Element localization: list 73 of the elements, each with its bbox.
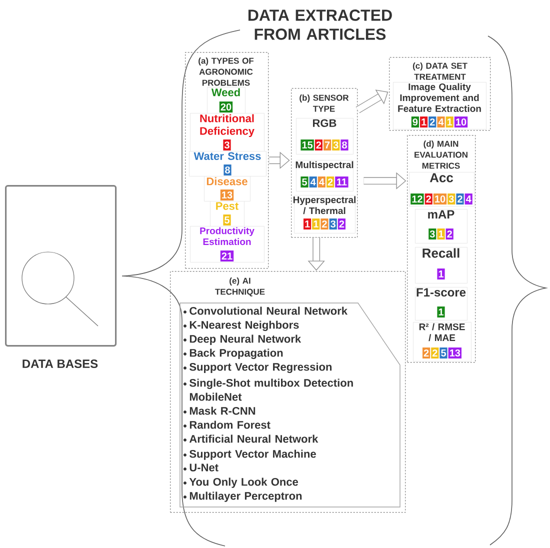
count-badge: 1	[304, 218, 312, 230]
count-badge: 9	[411, 116, 419, 128]
block-arrow	[356, 90, 388, 114]
count-badge: 2	[314, 140, 322, 150]
count-badge: 10	[454, 116, 468, 128]
count-badge: 1	[437, 268, 445, 280]
count-badge: 3	[223, 140, 231, 150]
list-item: Convolutional Neural Network	[184, 306, 348, 315]
category-card: Hyperspectral / Thermal 1 1 2 3 2	[293, 195, 356, 234]
category-card: Water Stress 8	[189, 151, 266, 176]
count-badge: 11	[335, 176, 348, 188]
list-item: Single-Shot multibox Detection MobileNet	[184, 378, 353, 401]
count-badge: 2	[428, 116, 436, 128]
count-badge: 5	[440, 348, 448, 358]
category-card: Recall 1	[415, 247, 468, 284]
count-badge: 8	[340, 140, 348, 150]
count-badge: 1	[420, 116, 428, 128]
list-item: Multilayer Perceptron	[184, 492, 302, 502]
count-badge: 3	[332, 140, 340, 150]
list-item: Mask R-CNN	[184, 406, 256, 415]
count-badge: 1	[437, 228, 445, 240]
count-badge: 5	[223, 214, 231, 226]
count-badge: 21	[220, 250, 234, 262]
list-item: Deep Neural Network	[184, 334, 302, 345]
count-badge: 4	[464, 194, 472, 204]
list-item: Support Vector Regression	[184, 362, 332, 373]
category-card: Disease 13	[204, 176, 250, 202]
count-badge: 10	[433, 194, 447, 204]
count-badge: 2	[446, 228, 454, 240]
list-item: Artificial Neural Network	[184, 434, 318, 443]
category-card: F1-score 1	[415, 287, 468, 320]
category-card: Image Quality Improvement and Feature Extraction 9 1 2 4 1 10	[393, 82, 486, 130]
count-badge: 13	[448, 348, 462, 358]
category-card: Pest 5	[210, 201, 244, 226]
count-badge: 15	[300, 140, 314, 150]
count-badge: 4	[318, 176, 326, 188]
count-badge: 4	[437, 116, 445, 128]
category-card: Nutritional Deficiency 3	[190, 113, 264, 152]
category-card: Acc 12 2 10 3 2 4	[409, 172, 474, 206]
count-badge: 12	[410, 194, 424, 204]
category-card: mAP 3 1 2	[415, 209, 468, 244]
list-item: You Only Look Once	[184, 478, 298, 488]
count-badge: 2	[431, 348, 439, 358]
count-badge: 8	[224, 164, 232, 176]
count-badge: 2	[456, 194, 464, 204]
list-item: Back Propagation	[184, 348, 283, 359]
count-badge: 4	[309, 176, 317, 188]
title: DATA EXTRACTED FROM ARTICLES	[248, 10, 392, 40]
count-badge: 13	[220, 190, 234, 200]
count-badge: 3	[448, 194, 456, 204]
category-card: R² / RMSE / MAE 2 2 5 13	[413, 322, 472, 362]
list-item: U-Net	[184, 464, 218, 472]
count-badge: 20	[219, 102, 233, 112]
category-card: Productivity Estimation 21	[190, 226, 264, 262]
count-badge: 7	[324, 140, 332, 150]
list-item: K-Nearest Neighbors	[184, 320, 299, 331]
category-card: Multispectral 5 4 4 2 11	[296, 160, 354, 192]
node-label: DATA BASES	[22, 360, 98, 368]
count-badge: 3	[329, 218, 337, 230]
count-badge: 2	[424, 194, 432, 204]
count-badge: 2	[320, 218, 328, 230]
count-badge: 1	[437, 306, 445, 318]
list-item: Support Vector Machine	[184, 450, 316, 460]
list-item: Random Forest	[184, 420, 270, 429]
count-badge: 3	[428, 228, 436, 240]
count-badge: 2	[338, 218, 346, 230]
count-badge: 1	[312, 218, 320, 230]
category-card: RGB 15 2 7 3 8	[296, 118, 354, 154]
category-card: Weed 20	[207, 87, 246, 114]
count-badge: 2	[326, 176, 334, 188]
count-badge: 1	[446, 116, 454, 128]
count-badge: 5	[300, 176, 308, 188]
count-badge: 2	[422, 348, 430, 358]
